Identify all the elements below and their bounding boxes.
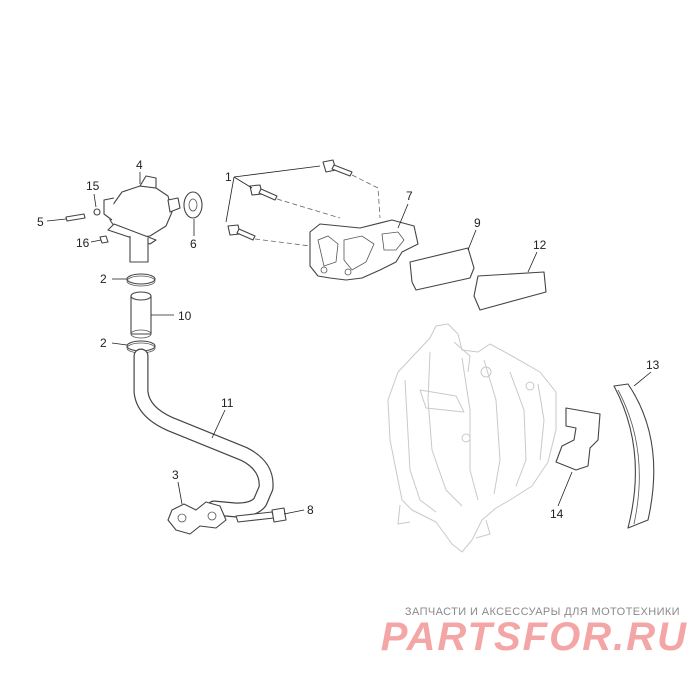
watermark-caption: ЗАПЧАСТИ И АКСЕССУАРЫ ДЛЯ МОТОТЕХНИКИ <box>404 606 680 618</box>
callout-4: 4 <box>136 158 143 172</box>
callout-5: 5 <box>37 215 44 229</box>
screw-part-1 <box>227 159 353 241</box>
callout-3: 3 <box>172 468 179 482</box>
callout-15: 15 <box>86 179 100 193</box>
callout-7: 7 <box>406 189 413 203</box>
bracket-part-7 <box>309 219 419 281</box>
callout-16: 16 <box>76 236 90 250</box>
screw-part-8 <box>235 507 287 523</box>
pad-part-12 <box>473 271 547 311</box>
engine-housing-ghost <box>387 323 557 553</box>
callout-11: 11 <box>221 396 234 410</box>
callout-14: 14 <box>550 507 564 521</box>
sleeve-part-10 <box>130 291 152 339</box>
callout-10: 10 <box>178 309 192 323</box>
pipe-part-11 <box>133 348 274 518</box>
callout-13: 13 <box>646 358 660 372</box>
callout-6: 6 <box>190 237 197 251</box>
flange-part-3 <box>167 501 227 535</box>
callout-2-lower: 2 <box>100 336 107 350</box>
callout-2-upper: 2 <box>100 272 107 286</box>
valve-part-4 <box>103 175 181 263</box>
callout-1: 1 <box>225 170 232 184</box>
bracket-part-14 <box>555 407 601 471</box>
leader-lines <box>46 165 652 515</box>
nut-part-16 <box>99 235 109 244</box>
callout-numbers: 1 4 15 5 16 6 2 10 2 11 3 8 7 9 12 13 14 <box>37 158 660 521</box>
washer-part-15 <box>93 208 101 216</box>
assembly-dashed-lines <box>254 174 381 248</box>
strip-part-13 <box>613 383 655 529</box>
screw-part-5 <box>65 213 86 222</box>
pad-part-9 <box>409 247 475 291</box>
callout-9: 9 <box>474 216 481 230</box>
ring-part-6 <box>183 191 203 219</box>
callout-8: 8 <box>307 503 314 517</box>
callout-12: 12 <box>533 238 547 252</box>
watermark-logo: PARTSFOR.RU <box>381 615 688 659</box>
clamp-part-2-upper <box>126 273 156 287</box>
